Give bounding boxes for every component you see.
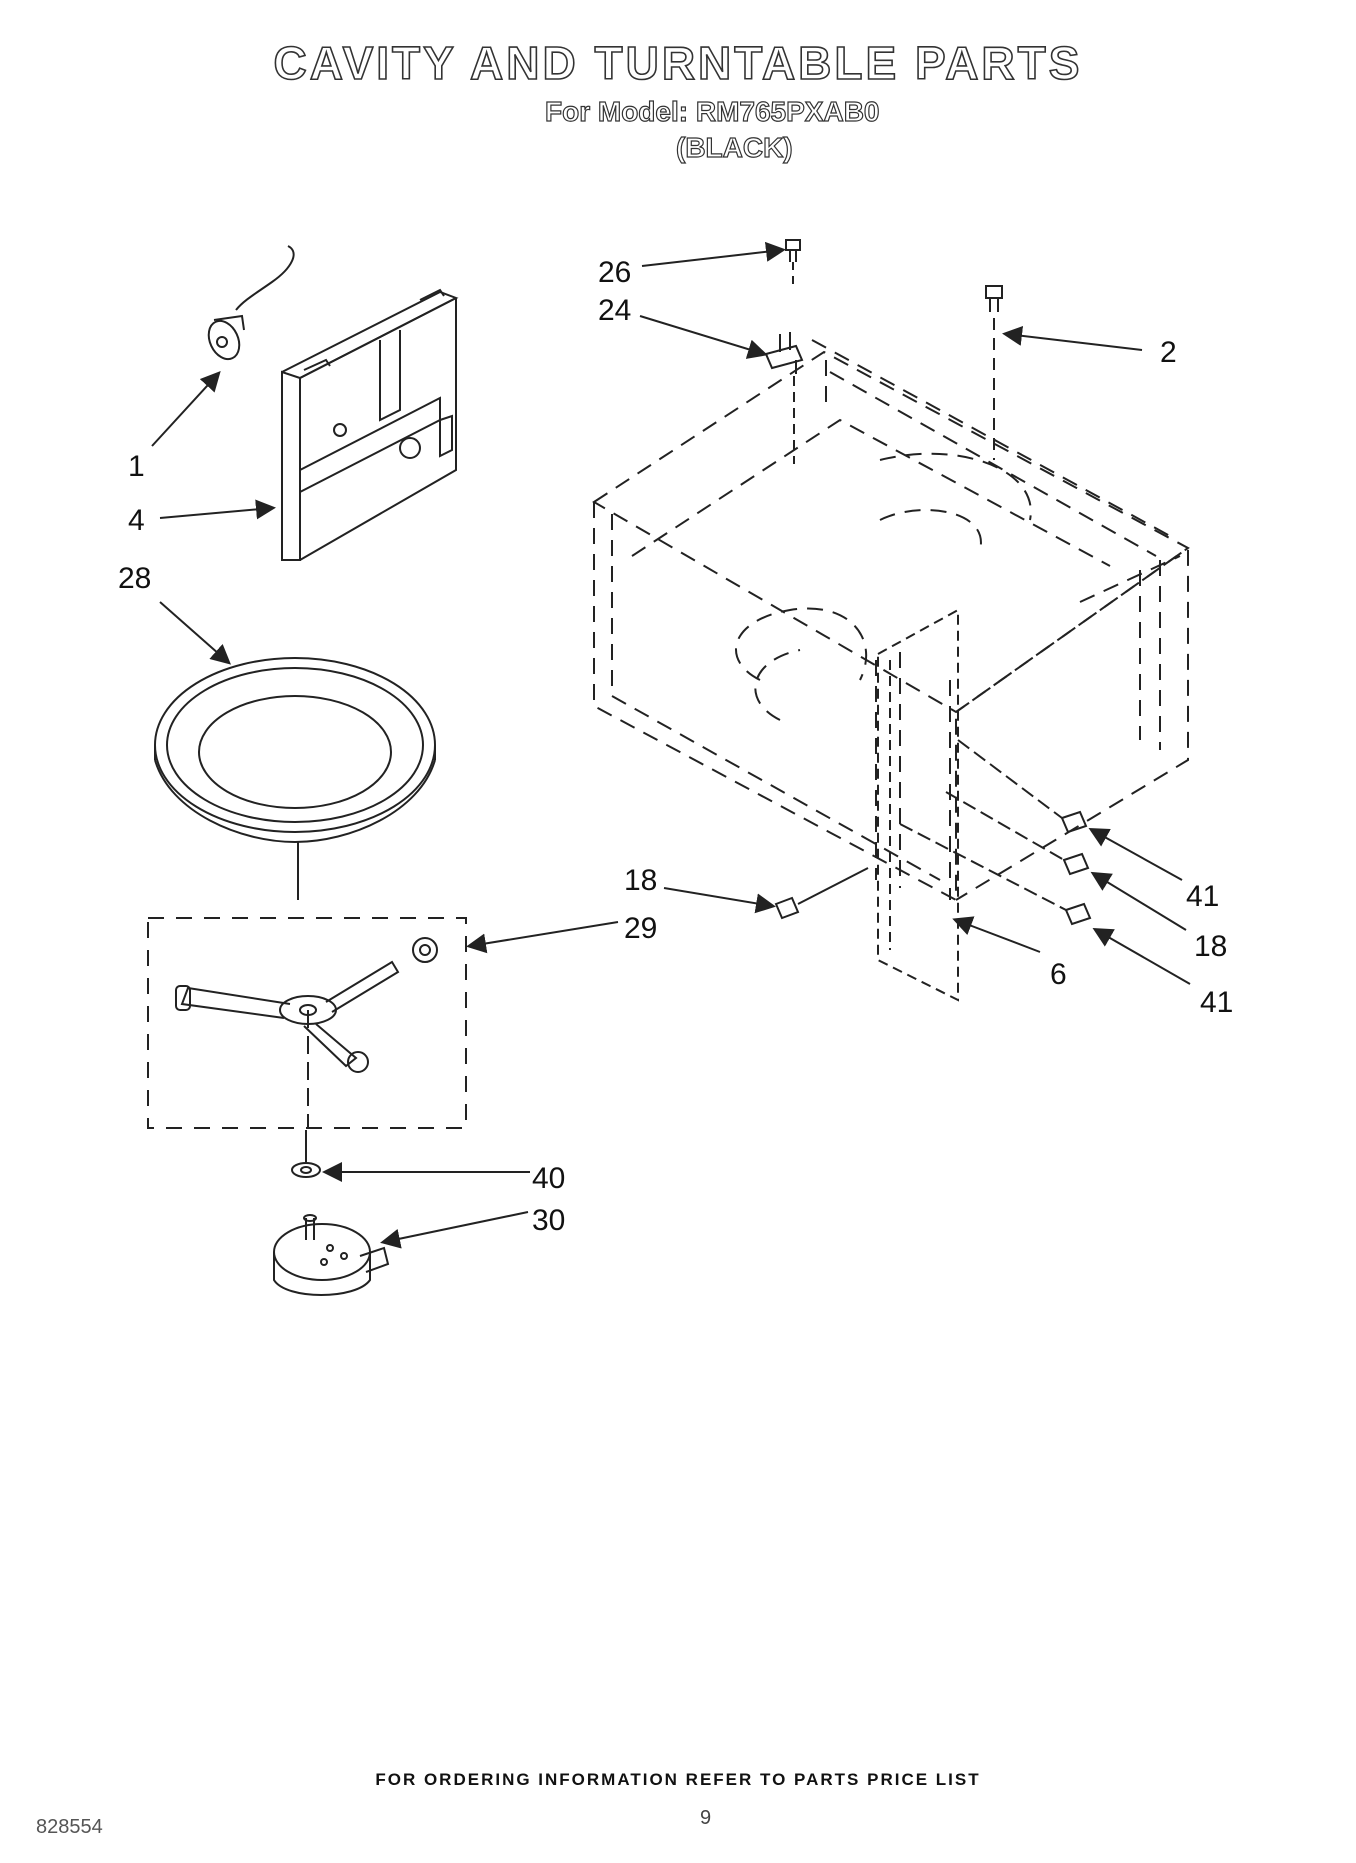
document-number: 828554 bbox=[36, 1816, 103, 1838]
part-18-screw-left bbox=[774, 867, 869, 920]
part-30-turntable-motor bbox=[273, 1214, 390, 1296]
part-41-screw-upper bbox=[957, 739, 1088, 834]
part-2-screw bbox=[985, 285, 1003, 460]
callout-29: 29 bbox=[624, 912, 657, 945]
leader-30 bbox=[380, 1211, 529, 1249]
leader-4 bbox=[159, 499, 276, 520]
callout-26: 26 bbox=[598, 256, 631, 289]
part-28-turntable-tray bbox=[154, 657, 436, 900]
color-line: (BLACK) bbox=[675, 131, 793, 163]
leader-29 bbox=[466, 921, 619, 954]
part-40-washer bbox=[291, 1130, 321, 1178]
callout-18-left: 18 bbox=[624, 864, 657, 897]
callout-4: 4 bbox=[128, 504, 145, 537]
part-18-screw-right bbox=[945, 791, 1090, 876]
leader-26 bbox=[641, 241, 786, 267]
callout-24: 24 bbox=[598, 294, 631, 327]
part-41-screw-lower bbox=[899, 823, 1092, 926]
part-4-bracket bbox=[281, 288, 459, 561]
leader-1 bbox=[151, 371, 221, 447]
callout-40: 40 bbox=[532, 1162, 565, 1195]
leader-2 bbox=[1002, 325, 1143, 351]
callout-28: 28 bbox=[118, 562, 151, 595]
ordering-info: FOR ORDERING INFORMATION REFER TO PARTS … bbox=[375, 1770, 981, 1789]
callout-30: 30 bbox=[532, 1204, 565, 1237]
callout-1: 1 bbox=[128, 450, 145, 483]
part-26-screw bbox=[785, 239, 801, 290]
part-29-roller-guide bbox=[147, 917, 467, 1129]
leader-28 bbox=[159, 601, 231, 665]
page-title: CAVITY AND TURNTABLE PARTS bbox=[273, 36, 1083, 90]
callout-6: 6 bbox=[1050, 958, 1067, 991]
callout-2: 2 bbox=[1160, 336, 1177, 369]
leader-24 bbox=[639, 315, 768, 359]
callout-18-right: 18 bbox=[1194, 930, 1227, 963]
microwave-cavity bbox=[592, 339, 1190, 902]
part-1-thermal-cutout bbox=[207, 245, 295, 361]
page-number: 9 bbox=[700, 1807, 712, 1829]
model-line: For Model: RM765PXAB0 bbox=[544, 95, 880, 127]
leader-41-upper bbox=[1088, 828, 1183, 881]
leader-6 bbox=[952, 916, 1041, 953]
leader-41-lower bbox=[1092, 928, 1191, 985]
callout-41-lower: 41 bbox=[1200, 986, 1233, 1019]
callout-41-upper: 41 bbox=[1186, 880, 1219, 913]
leader-18-left bbox=[663, 887, 776, 914]
leader-18-right bbox=[1090, 871, 1187, 931]
part-24-clip bbox=[764, 332, 804, 464]
part-6-cover bbox=[877, 608, 959, 1002]
